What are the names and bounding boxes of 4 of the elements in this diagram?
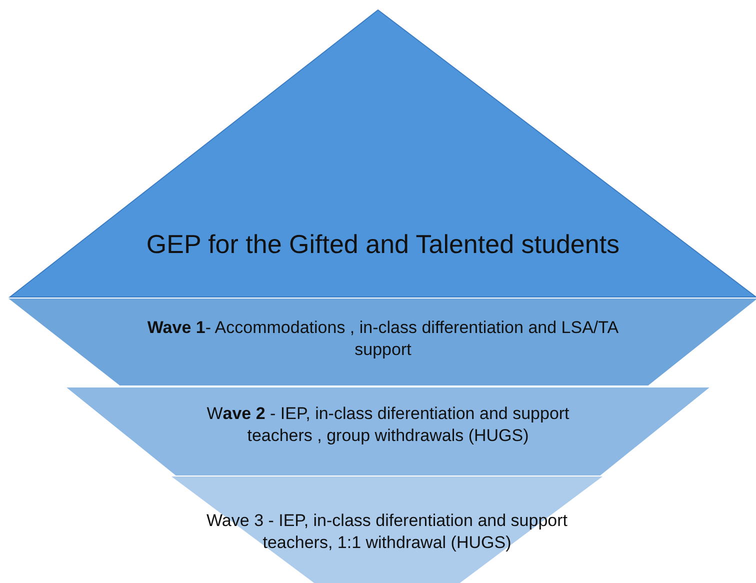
heading-text: GEP for the Gifted and Talented students: [145, 228, 621, 261]
wave-text: Wave 3 - IEP, in-class diferentiation and support teachers, 1:1 withdrawal (HUGS): [206, 510, 568, 554]
wave-text: Wave 2 - IEP, in-class diferentiation and support teachers , group withdrawals (HUGS): [206, 403, 570, 448]
wave-text: Wave 1- Accommodations , in-class differentiation and LSA/TA support: [146, 317, 620, 362]
